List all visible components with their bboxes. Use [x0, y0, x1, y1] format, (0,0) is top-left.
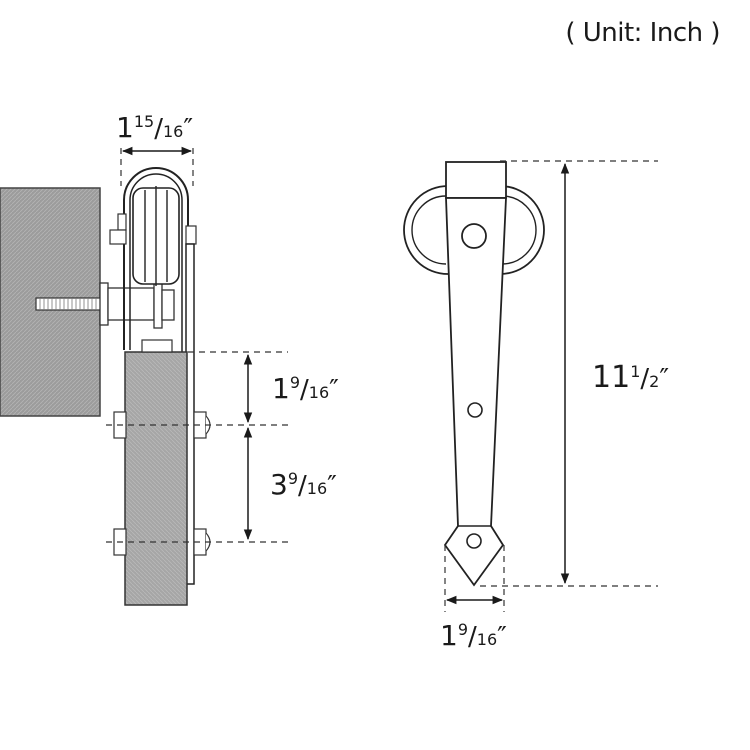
lag-bolt	[35, 297, 103, 311]
strap-head	[445, 161, 507, 199]
total-height-label: 111/2″	[592, 360, 669, 395]
reference-lines-left	[106, 148, 290, 543]
front-view	[403, 160, 658, 612]
side-view	[0, 146, 290, 606]
reference-lines-right	[444, 160, 658, 612]
bolt-spacing-label: 39/16″	[270, 468, 337, 501]
roller-assembly	[109, 167, 197, 585]
door-panel	[124, 351, 188, 606]
plate-top-label: 19/16″	[272, 372, 339, 405]
lower-bolt-hole	[466, 533, 482, 549]
unit-label: ( Unit: Inch )	[565, 18, 720, 48]
arrow-width-label: 19/16″	[440, 619, 507, 652]
axle-hole	[461, 223, 487, 249]
strap-top-cap	[141, 339, 173, 353]
arrow-strap	[443, 197, 507, 587]
spacer	[99, 281, 175, 329]
upper-bolt-hole	[467, 402, 483, 418]
roller-width-label: 115/16″	[116, 111, 193, 144]
